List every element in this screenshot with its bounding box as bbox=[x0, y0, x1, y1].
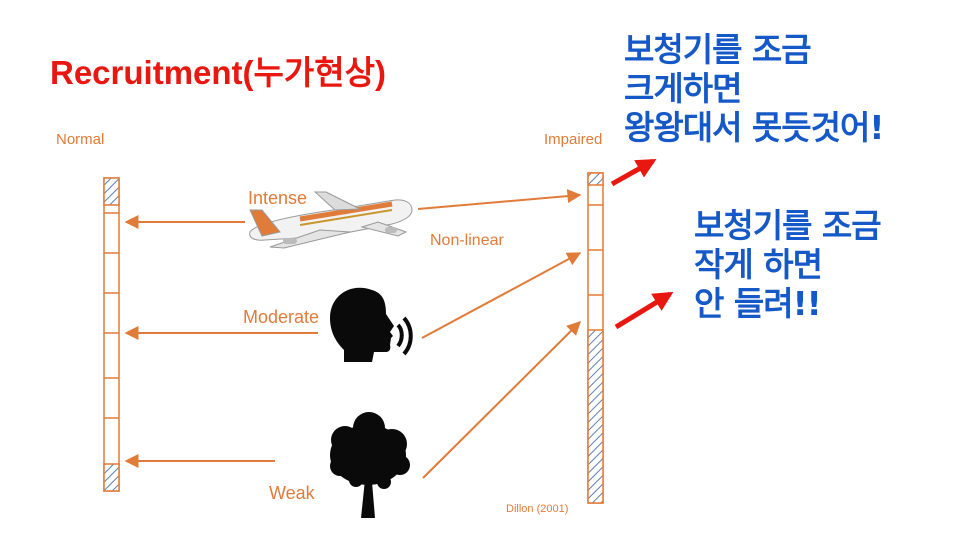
intense-impaired-arrow bbox=[417, 189, 582, 210]
intense-label: Intense bbox=[248, 188, 308, 208]
citation: Dillon (2001) bbox=[506, 503, 569, 515]
tree-icon bbox=[330, 412, 410, 518]
bottom-note-line-1: 보청기를 조금 bbox=[694, 206, 882, 245]
moderate-impaired-arrow bbox=[421, 252, 582, 339]
speaking-head-icon bbox=[330, 287, 413, 362]
top-note: 보청기를 조금 크게하면 왕왕대서 못듯것어! bbox=[624, 30, 884, 147]
bottom-note-line-3: 안 들려!! bbox=[694, 284, 822, 323]
top-note-line-1: 보청기를 조금 bbox=[624, 30, 812, 69]
impaired-label: Impaired bbox=[544, 131, 603, 148]
normal-scale-bar bbox=[103, 177, 120, 492]
bottom-note: 보청기를 조금 작게 하면 안 들려!! bbox=[694, 206, 882, 323]
page-title: Recruitment(누가현상) bbox=[50, 54, 386, 91]
top-note-line-2: 크게하면 bbox=[624, 69, 742, 108]
weak-label: Weak bbox=[269, 483, 315, 503]
nonlinear-label: Non-linear bbox=[430, 232, 504, 249]
airplane-icon bbox=[249, 191, 413, 249]
normal-label: Normal bbox=[56, 131, 105, 148]
impaired-scale-bar bbox=[587, 172, 604, 504]
bottom-note-line-2: 작게 하면 bbox=[694, 245, 823, 284]
moderate-label: Moderate bbox=[243, 307, 320, 327]
top-red-arrow bbox=[610, 158, 657, 187]
weak-impaired-arrow bbox=[422, 321, 581, 479]
top-note-line-3: 왕왕대서 못듯것어! bbox=[624, 108, 884, 147]
bottom-red-arrow bbox=[614, 291, 674, 330]
